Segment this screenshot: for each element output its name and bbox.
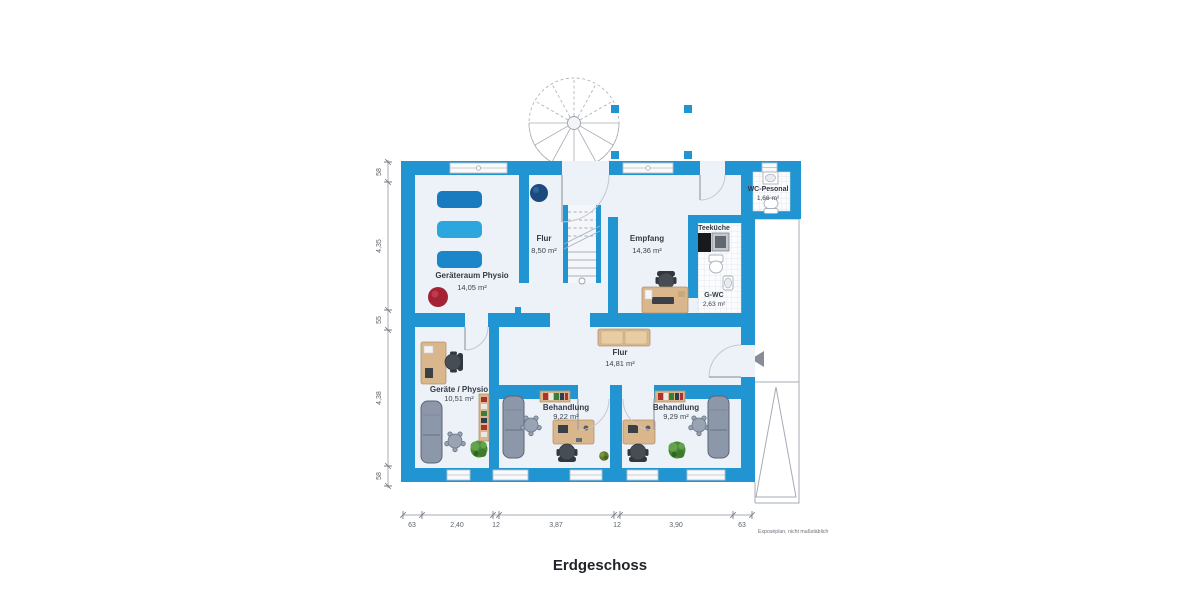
room-area-behandlung-2: 9,29 m² — [663, 412, 689, 421]
dim-bottom-1: 2,40 — [450, 522, 464, 529]
annex-toilet — [763, 197, 779, 214]
dim-bottom-2: 12 — [492, 522, 500, 529]
room-area-flur-unten: 14,81 m² — [605, 359, 635, 368]
door-swings — [464, 174, 742, 431]
room-area-wc-personal: 1,66 m² — [757, 195, 780, 202]
waiting-bench — [597, 328, 651, 347]
room-area-empfang: 14,36 m² — [632, 246, 662, 255]
room-label-flur-oben: Flur — [536, 234, 551, 243]
straight-staircase-icon — [563, 205, 601, 285]
room-area-flur-oben: 8,50 m² — [531, 246, 557, 255]
gym-mats — [437, 191, 482, 268]
bookshelf — [478, 393, 490, 442]
disclaimer-note: Exposéplan, nicht maßstäblich — [758, 529, 828, 535]
kitchenette-counter — [698, 232, 730, 252]
room-area-g-wc: 2,63 m² — [703, 301, 726, 308]
page-title: Erdgeschoss — [553, 557, 647, 574]
room-label-g-wc: G-WC — [704, 292, 723, 299]
windows — [446, 162, 778, 481]
room-label-geraete-physio: Geräte / Physio — [430, 385, 488, 394]
dim-left-0: 58 — [376, 168, 383, 176]
room-label-wc-personal: WC-Pesonal — [748, 186, 789, 193]
door-openings — [562, 161, 755, 377]
dim-left-2: 55 — [376, 316, 383, 324]
dim-bottom-3: 3,87 — [549, 522, 563, 529]
room-label-empfang: Empfang — [630, 234, 664, 243]
physio-desk — [420, 341, 447, 385]
dim-bottom-0: 63 — [408, 522, 416, 529]
sideboard — [654, 390, 686, 403]
balcony-posts — [611, 105, 692, 159]
room-label-teekueche: Teeküche — [698, 225, 730, 232]
gwc-sink — [722, 275, 734, 291]
room-label-behandlung-2: Behandlung — [653, 403, 699, 412]
dim-bottom-5: 3,90 — [669, 522, 683, 529]
room-label-behandlung-1: Behandlung — [543, 403, 589, 412]
room-area-geraete-physio: 10,51 m² — [444, 394, 474, 403]
room-area-geraeteraum-physio: 14,05 m² — [457, 283, 487, 292]
dim-left-3: 4,38 — [376, 391, 383, 405]
dimension-left: 58 4,35 55 4,38 58 — [376, 158, 393, 490]
gwc-toilet — [708, 254, 724, 274]
treatment-bed — [420, 400, 443, 464]
dim-left-4: 58 — [376, 472, 383, 480]
treatment-bed — [707, 395, 730, 459]
room-label-flur-unten: Flur — [612, 348, 627, 357]
plant — [470, 440, 488, 458]
spiral-staircase-icon — [528, 77, 620, 169]
exercise-ball-blue — [530, 184, 548, 202]
reception-desk — [641, 286, 689, 314]
dim-bottom-4: 12 — [613, 522, 621, 529]
treatment-desk — [622, 419, 656, 445]
dim-left-1: 4,35 — [376, 239, 383, 253]
room-area-behandlung-1: 9,22 m² — [553, 412, 579, 421]
exercise-ball-red — [428, 287, 448, 307]
room-label-geraeteraum-physio: Geräteraum Physio — [435, 271, 508, 280]
annex-sink — [762, 171, 779, 185]
dimension-bottom: 63 2,40 12 3,87 12 3,90 63 — [399, 510, 756, 529]
plant — [668, 441, 686, 459]
dim-bottom-6: 63 — [738, 522, 746, 529]
treatment-desk — [552, 419, 595, 445]
small-plant — [599, 451, 609, 461]
sideboard — [539, 390, 571, 403]
entry-direction-arrow-icon — [751, 351, 764, 367]
room-labels: Geräteraum Physio 14,05 m² Flur 8,50 m² … — [430, 186, 789, 421]
